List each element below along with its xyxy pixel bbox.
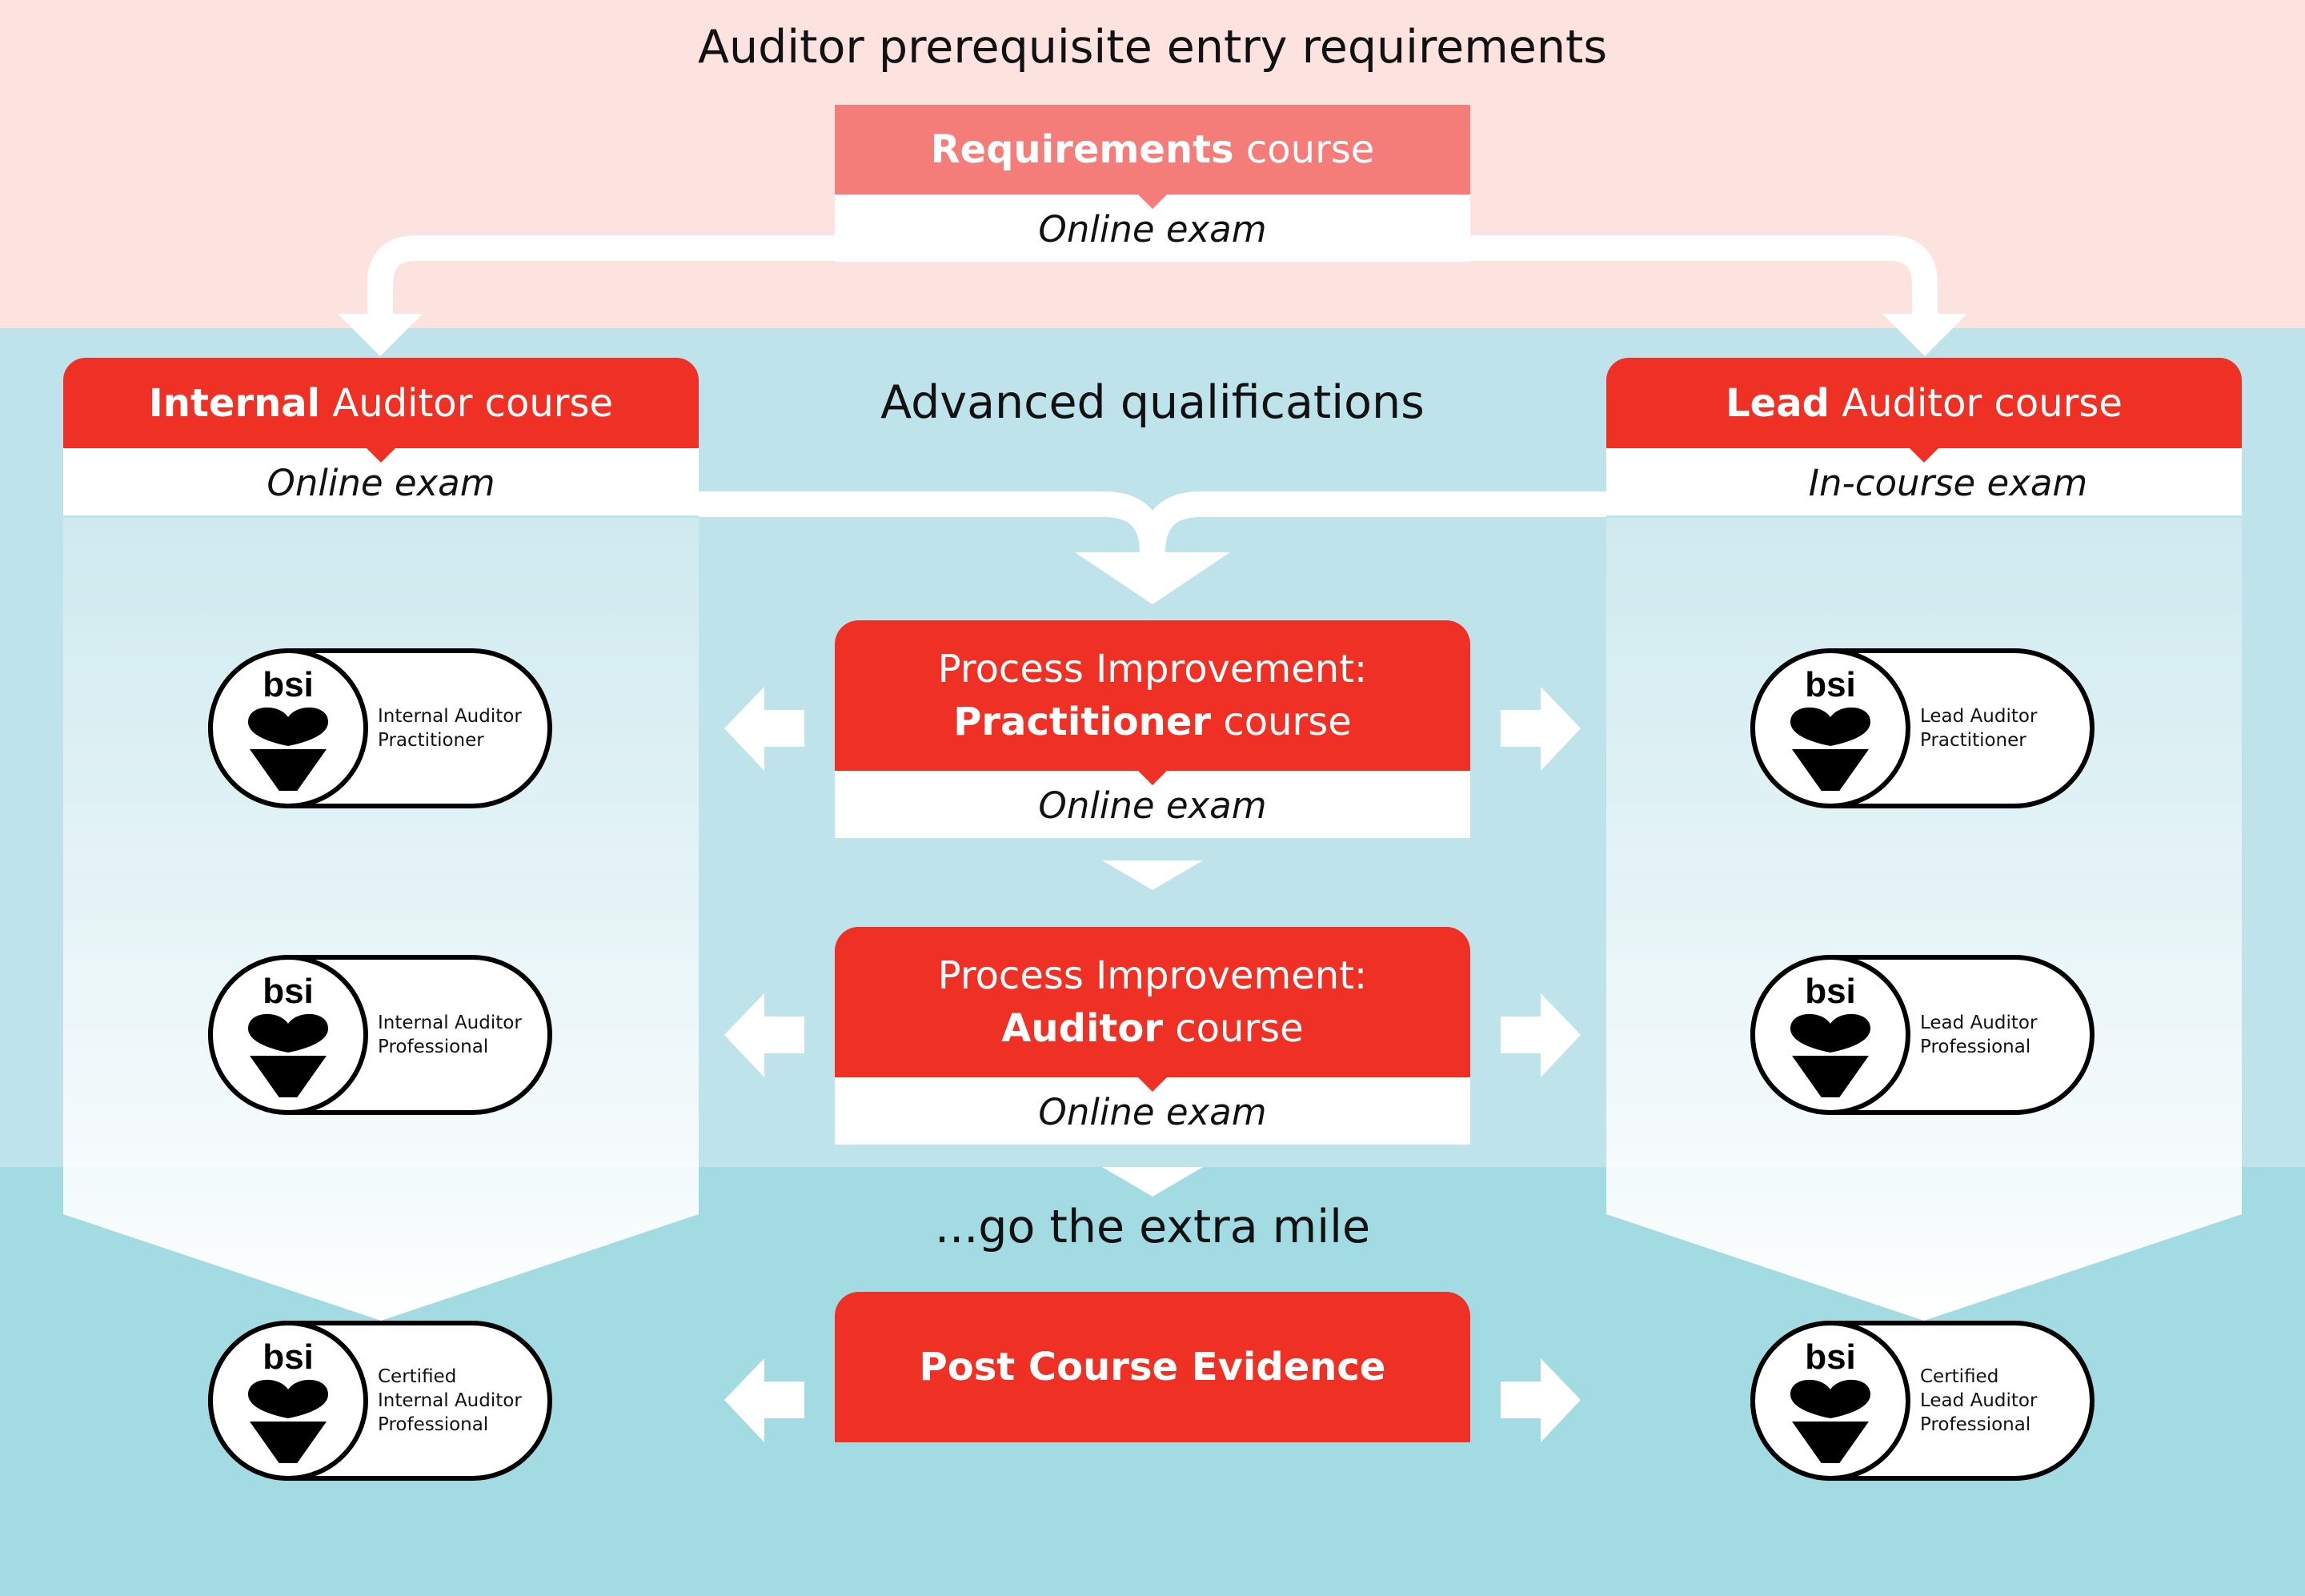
bsi-wordmark: bsi bbox=[1805, 1337, 1856, 1377]
lead-course-rest: Auditor course bbox=[1829, 380, 2123, 426]
lead-auditor-course-header: Lead Auditor course bbox=[1606, 358, 2242, 463]
badge-text-line: Practitioner bbox=[378, 730, 484, 751]
bsi-wordmark: bsi bbox=[1805, 665, 1856, 704]
arrowhead-internal bbox=[338, 314, 423, 356]
bsi-kitemark-icon: bsi bbox=[1774, 663, 1886, 804]
internal-course-bold: Internal bbox=[148, 380, 321, 426]
requirements-course-bold: Requirements bbox=[930, 127, 1234, 172]
badge-text-line: Internal Auditor bbox=[378, 1013, 522, 1033]
page-title: Auditor prerequisite entry requirements bbox=[697, 21, 1608, 74]
notch bbox=[1908, 447, 1940, 463]
requirements-course-header: Requirements course bbox=[835, 105, 1470, 209]
auditor-course-rest: course bbox=[1163, 1006, 1304, 1051]
internal-auditor-course-header: Internal Auditor course bbox=[63, 358, 699, 463]
badge-text-line: Internal Auditor bbox=[378, 1390, 522, 1411]
arrow-req-to-internal bbox=[367, 235, 836, 316]
arrow-right-post bbox=[1501, 1358, 1581, 1442]
bsi-kitemark-icon: bsi bbox=[1774, 969, 1886, 1110]
arrow-left-post bbox=[724, 1358, 804, 1442]
post-course-evidence-header: Post Course Evidence bbox=[835, 1292, 1470, 1442]
notch bbox=[1136, 193, 1169, 209]
badge-text-line: Practitioner bbox=[1920, 730, 2026, 751]
notch bbox=[365, 447, 397, 463]
arrowhead-lead bbox=[1882, 314, 1967, 356]
auditor-exam: Online exam bbox=[835, 1077, 1470, 1145]
arrowhead-practitioner bbox=[1075, 552, 1230, 604]
badge-text-line: Lead Auditor bbox=[1920, 1390, 2038, 1411]
practitioner-course-bold: Practitioner bbox=[953, 700, 1212, 744]
advanced-heading: Advanced qualifications bbox=[880, 376, 1425, 429]
badge-text-line: Professional bbox=[1920, 1414, 2031, 1435]
bsi-kitemark-icon: bsi bbox=[232, 663, 344, 804]
practitioner-course-rest: course bbox=[1211, 700, 1352, 744]
lead-auditor-course-box: Lead Auditor course In-course exam bbox=[1606, 358, 2242, 515]
badge-text-line: Lead Auditor bbox=[1920, 706, 2038, 727]
badge-text-line: Lead Auditor bbox=[1920, 1013, 2038, 1033]
lead-exam: In-course exam bbox=[1606, 448, 2242, 515]
bsi-kitemark-icon: bsi bbox=[1774, 1335, 1886, 1476]
arrow-right-practitioner bbox=[1501, 687, 1581, 771]
arrow-left-auditor bbox=[724, 993, 804, 1077]
requirements-course-rest: course bbox=[1233, 127, 1375, 172]
arrow-down-1 bbox=[1102, 860, 1203, 890]
bsi-kitemark-icon: bsi bbox=[232, 1335, 344, 1476]
bsi-kitemark-icon: bsi bbox=[232, 969, 344, 1110]
arrow-left-practitioner bbox=[724, 687, 804, 771]
notch bbox=[1136, 1076, 1169, 1092]
bsi-wordmark: bsi bbox=[263, 972, 314, 1011]
lead-course-bold: Lead bbox=[1726, 380, 1830, 426]
badge-text-line: Professional bbox=[378, 1414, 489, 1435]
internal-course-rest: Auditor course bbox=[320, 380, 614, 426]
auditor-course-box: Process Improvement: Auditor course Onli… bbox=[835, 927, 1470, 1145]
requirements-course-box: Requirements course Online exam bbox=[835, 105, 1470, 262]
badge-text-line: Certified bbox=[378, 1366, 457, 1387]
arrow-down-2 bbox=[1102, 1167, 1203, 1197]
auditor-course-bold: Auditor bbox=[1001, 1006, 1163, 1051]
bsi-wordmark: bsi bbox=[263, 665, 314, 704]
notch bbox=[1136, 769, 1169, 785]
badge-text-line: Internal Auditor bbox=[378, 706, 522, 727]
arrow-lead-to-practitioner bbox=[1140, 491, 1606, 553]
post-course-label: Post Course Evidence bbox=[919, 1345, 1386, 1389]
internal-auditor-course-box: Internal Auditor course Online exam bbox=[63, 358, 699, 515]
bsi-wordmark: bsi bbox=[1805, 972, 1856, 1011]
post-course-evidence-box: Post Course Evidence bbox=[835, 1292, 1470, 1442]
arrow-right-auditor bbox=[1501, 993, 1581, 1077]
extra-mile-heading: ...go the extra mile bbox=[934, 1201, 1371, 1253]
auditor-line1: Process Improvement: bbox=[937, 953, 1368, 998]
badge-text-line: Professional bbox=[378, 1037, 489, 1057]
badge-text-line: Certified bbox=[1920, 1366, 1999, 1387]
arrow-req-to-lead bbox=[1469, 235, 1938, 316]
badge-text-line: Professional bbox=[1920, 1037, 2031, 1057]
practitioner-line1: Process Improvement: bbox=[937, 647, 1368, 692]
auditor-course-header: Process Improvement: Auditor course bbox=[835, 927, 1470, 1092]
practitioner-course-box: Process Improvement: Practitioner course… bbox=[835, 620, 1470, 838]
practitioner-course-header: Process Improvement: Practitioner course bbox=[835, 620, 1470, 785]
bsi-wordmark: bsi bbox=[263, 1337, 314, 1377]
